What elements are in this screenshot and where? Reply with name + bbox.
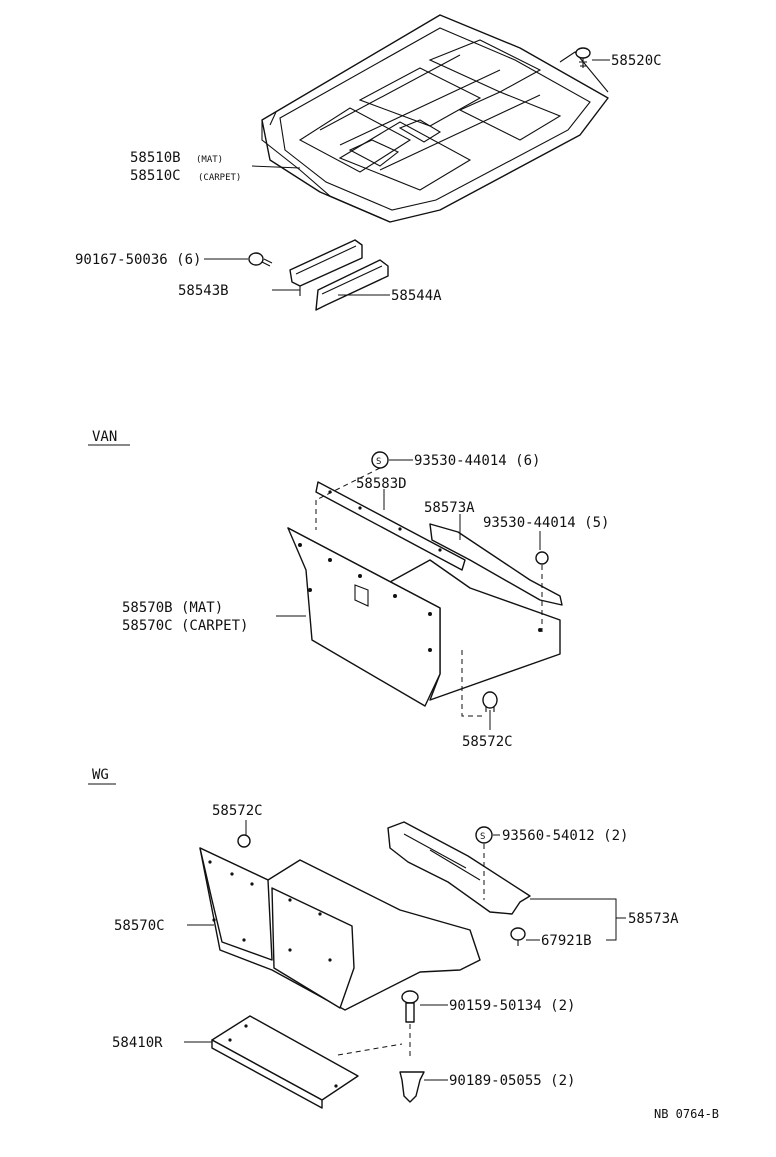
label-90189: 90189-05055 (2) [449, 1073, 575, 1089]
bracket-58543b [289, 239, 363, 296]
label-90159: 90159-50134 (2) [449, 998, 575, 1014]
label-58573a-wg: 58573A [628, 911, 679, 927]
label-58410r: 58410R [112, 1035, 163, 1051]
bracket-58544a [315, 259, 389, 311]
section-van: VAN [92, 429, 117, 445]
panel-58410r [211, 1015, 359, 1109]
label-67921b: 67921B [541, 933, 592, 949]
van-trim-58573a [429, 523, 563, 606]
screw-90167 [248, 252, 273, 267]
label-58583d: 58583D [356, 476, 407, 492]
label-93530-6: 93530-44014 (6) [414, 453, 540, 469]
s-marker-3: S [475, 826, 493, 844]
label-58510c: 58510C [130, 168, 181, 184]
section-wg: WG [92, 767, 109, 783]
label-58572c-van: 58572C [462, 734, 513, 750]
wg-mat-58570c [199, 847, 481, 1011]
label-58543b: 58543B [178, 283, 229, 299]
label-58510b-note: (MAT) [196, 155, 223, 165]
clip-90189 [399, 1071, 425, 1103]
label-58520c: 58520C [611, 53, 662, 69]
label-58570c-van: 58570C (CARPET) [122, 618, 248, 634]
svg-text:S: S [376, 457, 381, 467]
label-58510b: 58510B [130, 150, 181, 166]
wg-trim-58573a [387, 821, 531, 915]
clip-58572c-van [482, 691, 498, 712]
svg-text:S: S [480, 832, 485, 842]
label-58573a-van: 58573A [424, 500, 475, 516]
s-marker-2 [535, 551, 549, 565]
label-58572c-wg: 58572C [212, 803, 263, 819]
label-93560: 93560-54012 (2) [502, 828, 628, 844]
label-58570c-wg: 58570C [114, 918, 165, 934]
clip-58572c-wg [237, 834, 251, 848]
clip-67921b [510, 927, 526, 946]
label-93530-5: 93530-44014 (5) [483, 515, 609, 531]
clip-58520c [575, 47, 591, 68]
van-mat-58570 [287, 527, 561, 707]
diagram-code: NB 0764-B [654, 1107, 719, 1121]
label-58510c-note: (CARPET) [198, 173, 241, 183]
label-90167: 90167-50036 (6) [75, 252, 201, 268]
floor-mat-58510 [261, 14, 609, 223]
label-58570b: 58570B (MAT) [122, 600, 223, 616]
bolt-90159 [401, 990, 419, 1023]
s-marker-1: S [371, 451, 389, 469]
label-58544a: 58544A [391, 288, 442, 304]
